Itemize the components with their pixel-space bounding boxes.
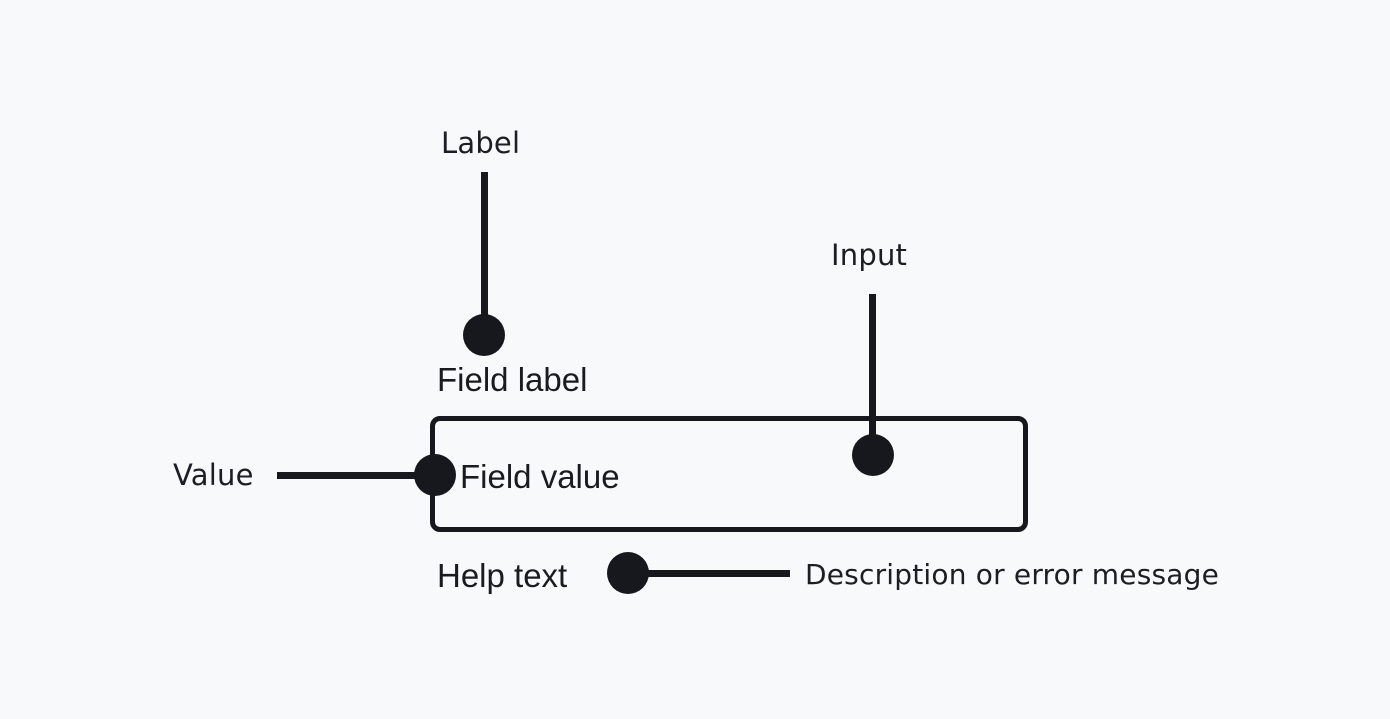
input-annotation: Input xyxy=(831,238,908,272)
value-connector-dot xyxy=(414,454,456,496)
field-label: Field label xyxy=(437,361,588,398)
input-connector-line xyxy=(869,294,876,444)
value-annotation: Value xyxy=(173,458,254,492)
description-annotation: Description or error message xyxy=(805,558,1220,591)
value-connector-line xyxy=(277,472,437,479)
field-value: Field value xyxy=(460,458,620,495)
help-text: Help text xyxy=(437,557,568,594)
label-connector-line xyxy=(481,172,488,322)
help-connector-line xyxy=(640,570,790,577)
input-connector-dot xyxy=(852,434,894,476)
label-connector-dot xyxy=(463,314,505,356)
label-annotation: Label xyxy=(441,126,521,160)
